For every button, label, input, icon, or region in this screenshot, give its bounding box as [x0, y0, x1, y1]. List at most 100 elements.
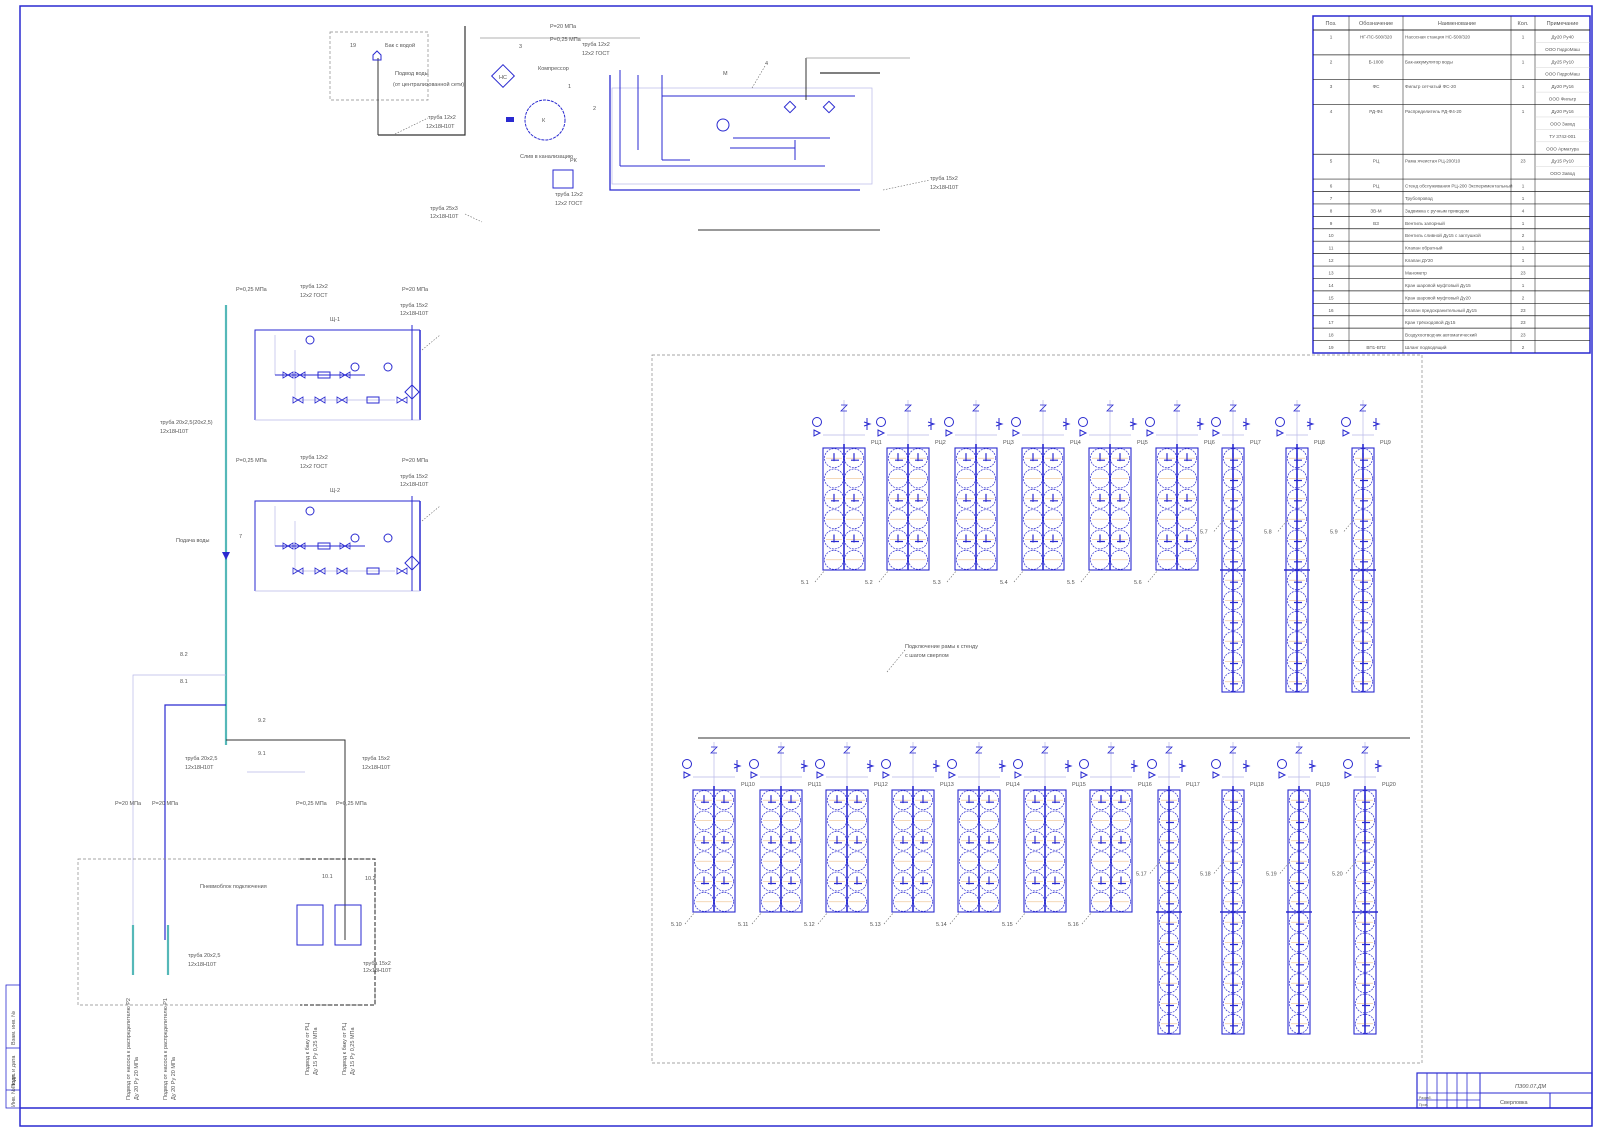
spec-cell-pos: 18: [1328, 333, 1334, 338]
outlet-right-2: Подвод к баку от РЦ: [342, 1023, 348, 1075]
drill-icon: [1184, 493, 1192, 502]
cell-icon: [824, 549, 844, 570]
tube-label-5: труба 25х3: [430, 206, 458, 212]
drill-icon: [1296, 876, 1304, 885]
drill-icon: [831, 493, 839, 502]
spec-cell-name: Фильтр сетчатый ФС-20: [1405, 83, 1457, 89]
title-row-prov: Пров.: [1419, 1103, 1428, 1107]
cell-icon: [1043, 529, 1063, 550]
spec-cell-note: ООО Завод: [1550, 171, 1575, 176]
drill-icon: [834, 876, 842, 885]
cell-icon: [979, 851, 999, 872]
valve-icon: [336, 567, 348, 575]
cell-icon: [979, 830, 999, 851]
cell-icon: [1157, 529, 1177, 550]
module-label: Щ-1: [330, 317, 340, 323]
module-tube-label-2: труба 15х2: [400, 474, 428, 480]
safety-valve-icon: [1242, 418, 1251, 430]
cell-icon: [908, 468, 928, 489]
spec-cell-qty: 2: [1522, 345, 1525, 350]
air-vent-icon: [1165, 746, 1173, 754]
drill-icon: [1362, 917, 1370, 926]
cell-icon: [959, 851, 979, 872]
outlet-left-1: Подвод от насоса к распределителю Р2: [126, 998, 132, 1100]
cell-icon: [1045, 871, 1065, 892]
tube-label-b: 12х18Н10Т: [426, 124, 455, 130]
gauge-icon: [944, 417, 954, 427]
rack-label: РЦ13: [940, 782, 954, 788]
leader-line: [1013, 569, 1025, 583]
cell-icon: [956, 529, 976, 550]
drill-icon: [1097, 453, 1105, 462]
outlet-left-2: Подвод от насоса к распределителю Р1: [163, 998, 169, 1100]
spec-cell-pos: 6: [1330, 184, 1333, 189]
drill-icon: [1052, 795, 1060, 804]
drain-label: Слив в канализацию: [520, 154, 573, 160]
cell-icon: [1287, 529, 1307, 550]
drill-icon: [1294, 656, 1302, 665]
pump-station-block: P=20 МПа P=0,25 МПа труба 12х2 12х2 ГОСТ…: [430, 24, 959, 231]
cell-icon: [844, 509, 864, 530]
drill-icon: [1362, 856, 1370, 865]
air-vent-icon: [904, 404, 912, 412]
leader-line: [1080, 569, 1092, 583]
drill-icon: [1296, 917, 1304, 926]
cell-icon: [1353, 570, 1373, 591]
cell-icon: [908, 488, 928, 509]
leader-line: [421, 505, 441, 522]
cell-icon: [959, 830, 979, 851]
cell-icon: [956, 509, 976, 530]
cell-icon: [1287, 610, 1307, 631]
cell-icon: [1043, 509, 1063, 530]
drill-icon: [1360, 656, 1368, 665]
spec-cell-code: ВП1-ВП2: [1366, 345, 1386, 350]
cell-icon: [956, 468, 976, 489]
air-vent-icon: [1041, 746, 1049, 754]
stamp-sign: Подп. и дата: [11, 1055, 17, 1088]
cell-icon: [761, 871, 781, 892]
valve-icon: [396, 567, 408, 575]
drill-icon: [1362, 978, 1370, 987]
air-vent-icon: [1106, 404, 1114, 412]
spec-cell-pos: 16: [1328, 308, 1334, 313]
drill-icon: [895, 534, 903, 543]
drill-icon: [1360, 534, 1368, 543]
drill-icon: [1294, 676, 1302, 685]
rack-lead-label: 5.7: [1200, 529, 1208, 535]
drill-icon: [1294, 595, 1302, 604]
drill-icon: [1230, 514, 1238, 523]
drill-icon: [788, 876, 796, 885]
drill-icon: [1117, 534, 1125, 543]
lower-box-title: Пневмоблок подключения: [200, 884, 267, 890]
rack-label: РЦ19: [1316, 782, 1330, 788]
spec-cell-pos: 2: [1330, 59, 1333, 64]
drill-icon: [915, 453, 923, 462]
drill-icon: [788, 795, 796, 804]
leader-line: [1213, 519, 1225, 532]
cell-icon: [1289, 993, 1309, 1014]
drill-icon: [986, 876, 994, 885]
valve-icon: [1342, 429, 1351, 437]
gauge-icon: [1078, 417, 1088, 427]
module-frame: [254, 329, 420, 420]
outlet-right-1: Подвод к баку от РЦ: [305, 1023, 311, 1075]
cell-icon: [979, 891, 999, 912]
cell-icon: [976, 549, 996, 570]
cell-icon: [1025, 891, 1045, 912]
cell-icon: [888, 468, 908, 489]
cell-icon: [694, 810, 714, 831]
drill-icon: [1230, 937, 1238, 946]
cell-icon: [1157, 509, 1177, 530]
spec-cell-name: Клапан ДУ20: [1405, 258, 1433, 263]
cell-icon: [888, 549, 908, 570]
cell-icon: [1223, 1013, 1243, 1034]
drill-icon: [1166, 896, 1174, 905]
cell-icon: [1223, 468, 1243, 489]
cell-icon: [1289, 952, 1309, 973]
cell-icon: [1287, 651, 1307, 672]
drill-icon: [1230, 998, 1238, 1007]
drill-icon: [1362, 795, 1370, 804]
cell-icon: [1090, 488, 1110, 509]
